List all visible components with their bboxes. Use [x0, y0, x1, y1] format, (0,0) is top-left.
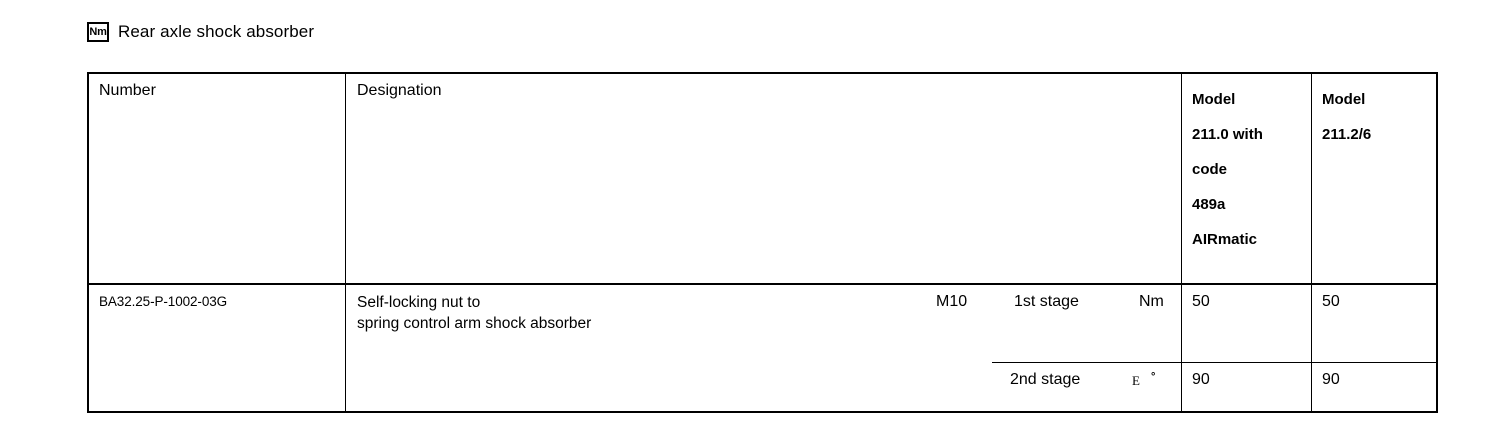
column-header-model-211-2-6: Model 211.2/6 [1322, 91, 1372, 143]
stage-1-unit: Nm [1139, 293, 1164, 310]
column-header-designation: Designation [357, 82, 442, 99]
stage-2-model-b-value: 90 [1322, 371, 1340, 388]
table-row-thread-size: M10 [936, 293, 968, 310]
page-title-row: Nm Rear axle shock absorber [87, 22, 314, 42]
stage-1-model-a-value: 50 [1192, 293, 1210, 310]
table-row-number: BA32.25-P-1002-03G [99, 294, 228, 309]
stage-row-divider [992, 362, 1436, 363]
stage-2-unit-symbol: E [1132, 373, 1140, 388]
stage-1-model-b-value: 50 [1322, 293, 1340, 310]
page-title: Rear axle shock absorber [118, 22, 315, 41]
column-header-model-211-0: Model 211.0 with code 489a AIRmatic [1192, 91, 1263, 248]
header-body-divider [89, 283, 1436, 285]
degree-icon: ° [1150, 371, 1156, 383]
torque-unit-icon: Nm [87, 22, 109, 42]
torque-specification-table: Number Designation Model 211.0 with code… [87, 72, 1438, 413]
stage-1-label: 1st stage [1014, 293, 1079, 310]
column-divider-number-designation [345, 74, 346, 411]
stage-2-label: 2nd stage [1010, 371, 1081, 388]
column-divider-designation-model-a [1181, 74, 1182, 411]
column-header-number: Number [99, 82, 156, 99]
column-divider-model-a-model-b [1311, 74, 1312, 411]
stage-2-unit: E° [1132, 371, 1155, 389]
table-row-designation: Self-locking nut to spring control arm s… [357, 294, 592, 332]
stage-2-model-a-value: 90 [1192, 371, 1210, 388]
